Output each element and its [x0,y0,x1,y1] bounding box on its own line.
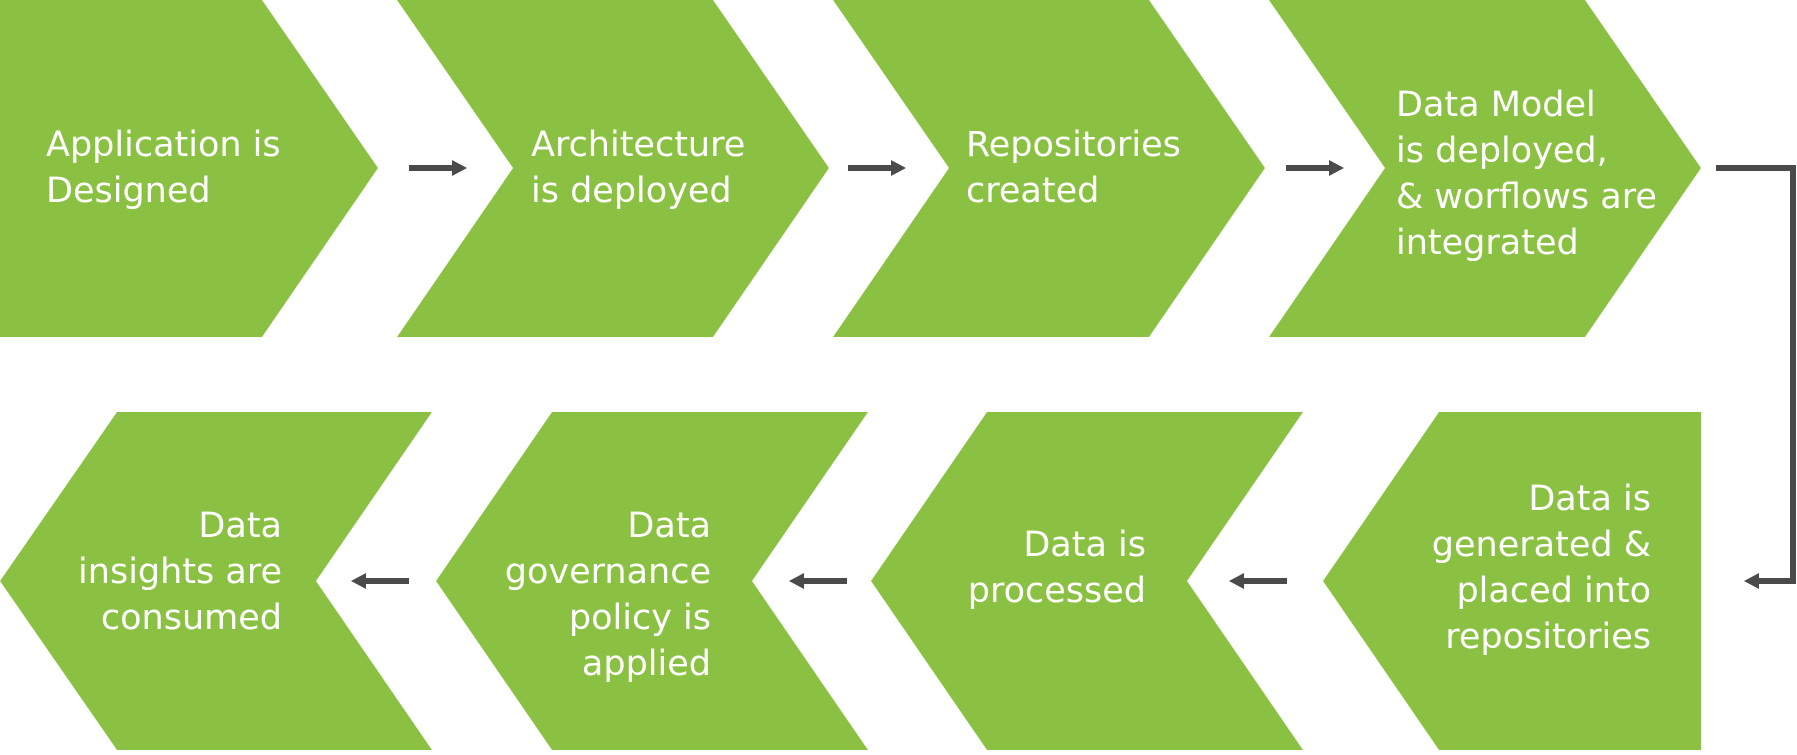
arrow-5-to-6 [1229,573,1287,589]
step-7-shape [436,412,868,750]
arrow-7-to-8 [351,573,409,589]
arrow-3-to-4 [1286,160,1344,176]
step-2-label: Architecture is deployed [531,125,746,211]
step-3-shape [833,0,1265,337]
step-4-shape [1269,0,1701,337]
step-5-label: Data is generated & placed into reposito… [1431,479,1651,657]
step-2-shape [397,0,829,337]
step-6-label: Data is processed [967,525,1146,611]
arrow-6-to-7 [789,573,847,589]
step-1-shape [0,0,378,337]
step-7-label: Data governance policy is applied [504,506,711,684]
step-6-shape [871,412,1303,750]
step-5-shape [1323,412,1701,750]
step-8-shape [0,412,432,750]
arrow-1-to-2 [409,160,467,176]
step-3-label: Repositories created [966,125,1181,211]
step-4-label: Data Model is deployed, & worflows are i… [1396,85,1657,263]
arrow-4-to-5-connector [1716,165,1796,589]
step-8-label: Data insights are consumed [78,506,282,638]
step-1-label: Application is Designed [46,125,281,211]
arrow-2-to-3 [848,160,906,176]
